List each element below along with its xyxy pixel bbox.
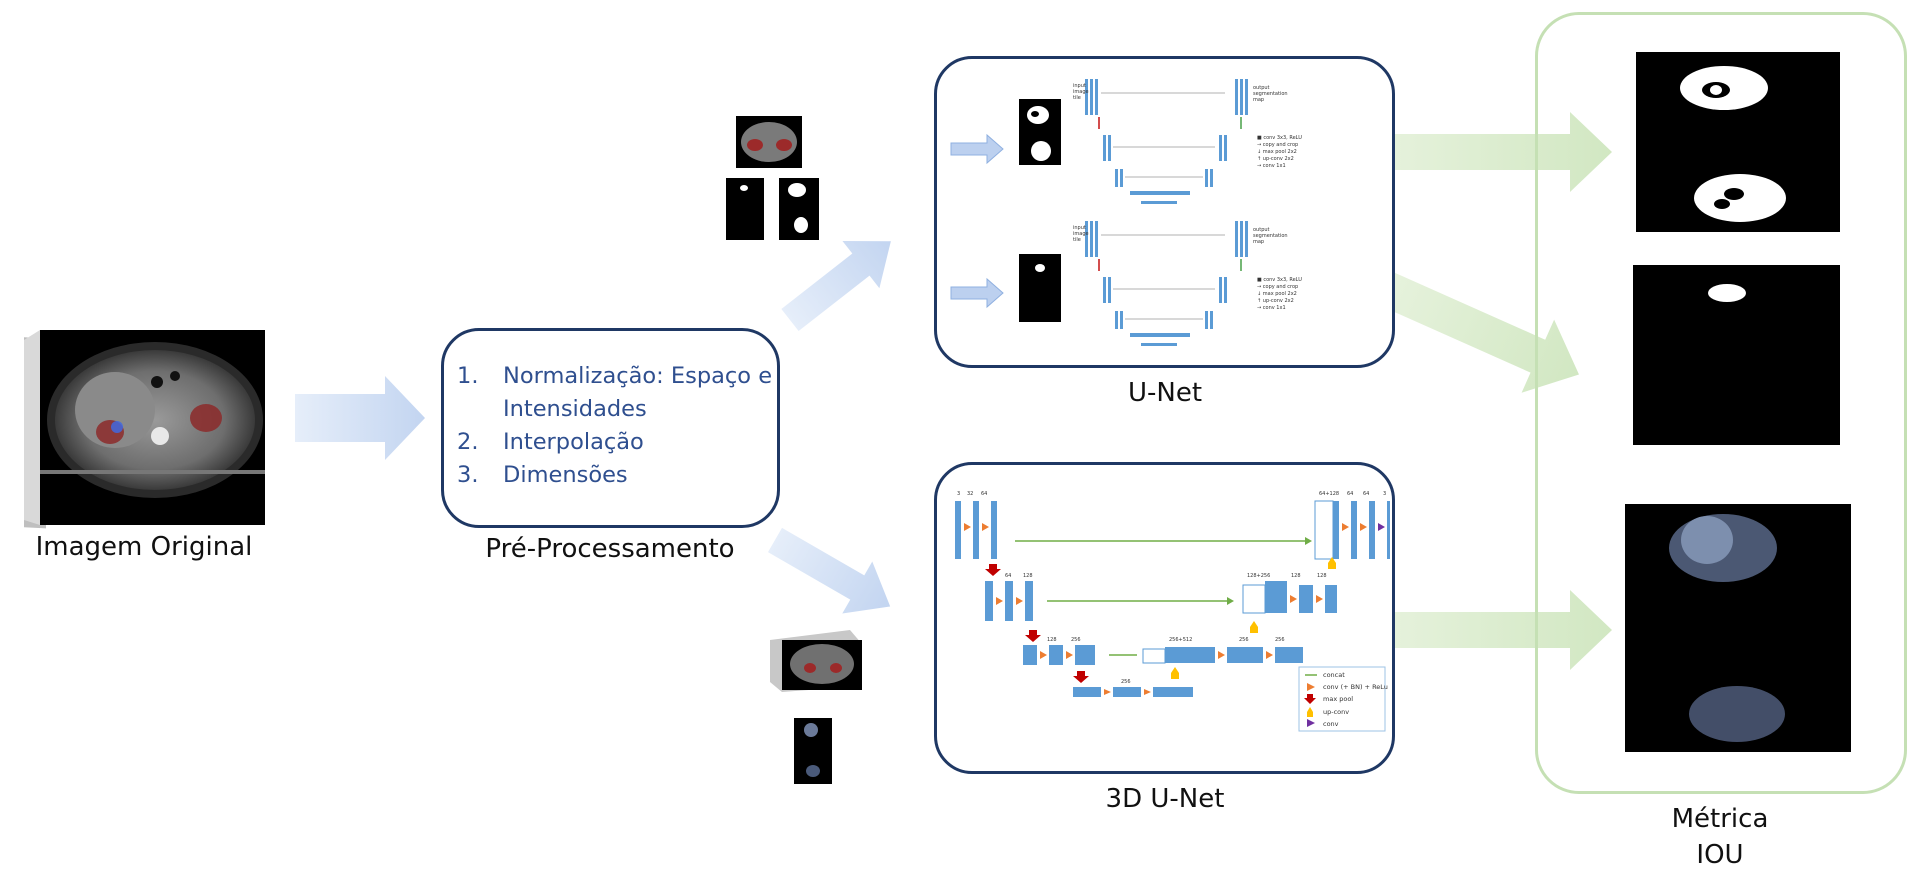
svg-text:64: 64 <box>1347 491 1353 497</box>
svg-text:3: 3 <box>1383 491 1386 497</box>
svg-text:→ conv 1x1: → conv 1x1 <box>1257 163 1286 169</box>
svg-text:256: 256 <box>1239 637 1249 643</box>
svg-text:max pool: max pool <box>1323 695 1353 703</box>
svg-text:map: map <box>1253 239 1264 245</box>
step-item: 3. Dimensões <box>457 459 787 492</box>
svg-text:128: 128 <box>1317 573 1327 579</box>
arrow-preprocessing-to-unet <box>781 240 891 332</box>
svg-text:→ conv 1x1: → conv 1x1 <box>1257 305 1286 311</box>
svg-text:128: 128 <box>1047 637 1057 643</box>
svg-text:■ conv 3x3, ReLU: ■ conv 3x3, ReLU <box>1257 277 1302 283</box>
svg-text:tile: tile <box>1073 95 1081 101</box>
unet3d-box: 3 32 64 64+128 64 64 3 64 128 128+256 128 128 <box>934 462 1395 774</box>
arrow-unet-tumor-to-metric <box>1370 268 1579 393</box>
preprocessing-label: Pré-Processamento <box>485 534 735 564</box>
svg-text:↓ max pool 2x2: ↓ max pool 2x2 <box>1257 291 1297 297</box>
svg-text:image: image <box>1073 231 1089 237</box>
svg-text:64: 64 <box>1005 573 1011 579</box>
svg-text:→ copy and crop: → copy and crop <box>1257 284 1298 290</box>
arrow-preprocessing-to-unet3d <box>768 527 891 614</box>
result-3d-segmentation <box>1625 504 1851 752</box>
svg-text:↑ up-conv 2x2: ↑ up-conv 2x2 <box>1257 156 1294 162</box>
arrow-unet3d-to-metric <box>1372 590 1612 670</box>
step-number: 3. <box>457 462 479 488</box>
preprocessing-steps: 1. Normalização: Espaço e Intensidades 2.… <box>457 360 787 492</box>
step-text: Interpolação <box>503 429 644 455</box>
unet-input-thumbnails <box>726 116 819 240</box>
svg-text:up-conv: up-conv <box>1323 708 1349 716</box>
svg-text:output: output <box>1253 85 1270 91</box>
svg-text:→ copy and crop: → copy and crop <box>1257 142 1298 148</box>
svg-text:output: output <box>1253 227 1270 233</box>
svg-text:segmentation: segmentation <box>1253 91 1288 97</box>
arrow-unet-kidney-to-metric <box>1372 112 1612 192</box>
svg-text:64+128: 64+128 <box>1319 491 1339 497</box>
svg-text:input: input <box>1073 225 1086 231</box>
svg-text:3: 3 <box>957 491 960 497</box>
unet3d-label: 3D U-Net <box>1105 784 1225 814</box>
step-number: 1. <box>457 363 479 389</box>
svg-text:256+512: 256+512 <box>1169 637 1192 643</box>
svg-text:image: image <box>1073 89 1089 95</box>
svg-text:conv (+ BN) + ReLu: conv (+ BN) + ReLu <box>1323 683 1388 691</box>
metric-frame <box>1535 12 1907 794</box>
step-number: 2. <box>457 429 479 455</box>
svg-text:↑ up-conv 2x2: ↑ up-conv 2x2 <box>1257 298 1294 304</box>
step-item: 2. Interpolação <box>457 426 787 459</box>
svg-text:map: map <box>1253 97 1264 103</box>
unet-label: U-Net <box>1127 378 1203 408</box>
svg-text:256: 256 <box>1071 637 1081 643</box>
preprocessing-box <box>441 328 780 528</box>
unet3d-input-thumbnails <box>770 630 862 784</box>
svg-text:64: 64 <box>1363 491 1369 497</box>
svg-text:256: 256 <box>1121 679 1131 685</box>
svg-text:256: 256 <box>1275 637 1285 643</box>
svg-text:↓ max pool 2x2: ↓ max pool 2x2 <box>1257 149 1297 155</box>
metric-label-line2: IOU <box>1696 840 1744 870</box>
svg-text:conv: conv <box>1323 720 1339 728</box>
step-text: Normalização: Espaço e Intensidades <box>503 363 773 422</box>
step-item: 1. Normalização: Espaço e Intensidades <box>457 360 787 426</box>
svg-text:concat: concat <box>1323 671 1345 679</box>
svg-text:■ conv 3x3, ReLU: ■ conv 3x3, ReLU <box>1257 135 1302 141</box>
metric-label-line1: Métrica <box>1671 804 1769 834</box>
unet3d-figure: 3 32 64 64+128 64 64 3 64 128 128+256 128 128 <box>955 491 1390 732</box>
svg-text:input: input <box>1073 83 1086 89</box>
result-kidney-mask <box>1636 52 1840 232</box>
original-ct-image <box>24 330 265 529</box>
step-text: Dimensões <box>503 462 628 488</box>
svg-text:segmentation: segmentation <box>1253 233 1288 239</box>
svg-text:tile: tile <box>1073 237 1081 243</box>
arrow-original-to-preprocessing <box>295 376 425 460</box>
original-image-label: Imagem Original <box>35 532 253 562</box>
result-tumor-mask <box>1633 265 1840 445</box>
svg-text:32: 32 <box>967 491 973 497</box>
svg-text:128: 128 <box>1023 573 1033 579</box>
svg-text:128: 128 <box>1291 573 1301 579</box>
svg-text:128+256: 128+256 <box>1247 573 1270 579</box>
svg-text:64: 64 <box>981 491 987 497</box>
